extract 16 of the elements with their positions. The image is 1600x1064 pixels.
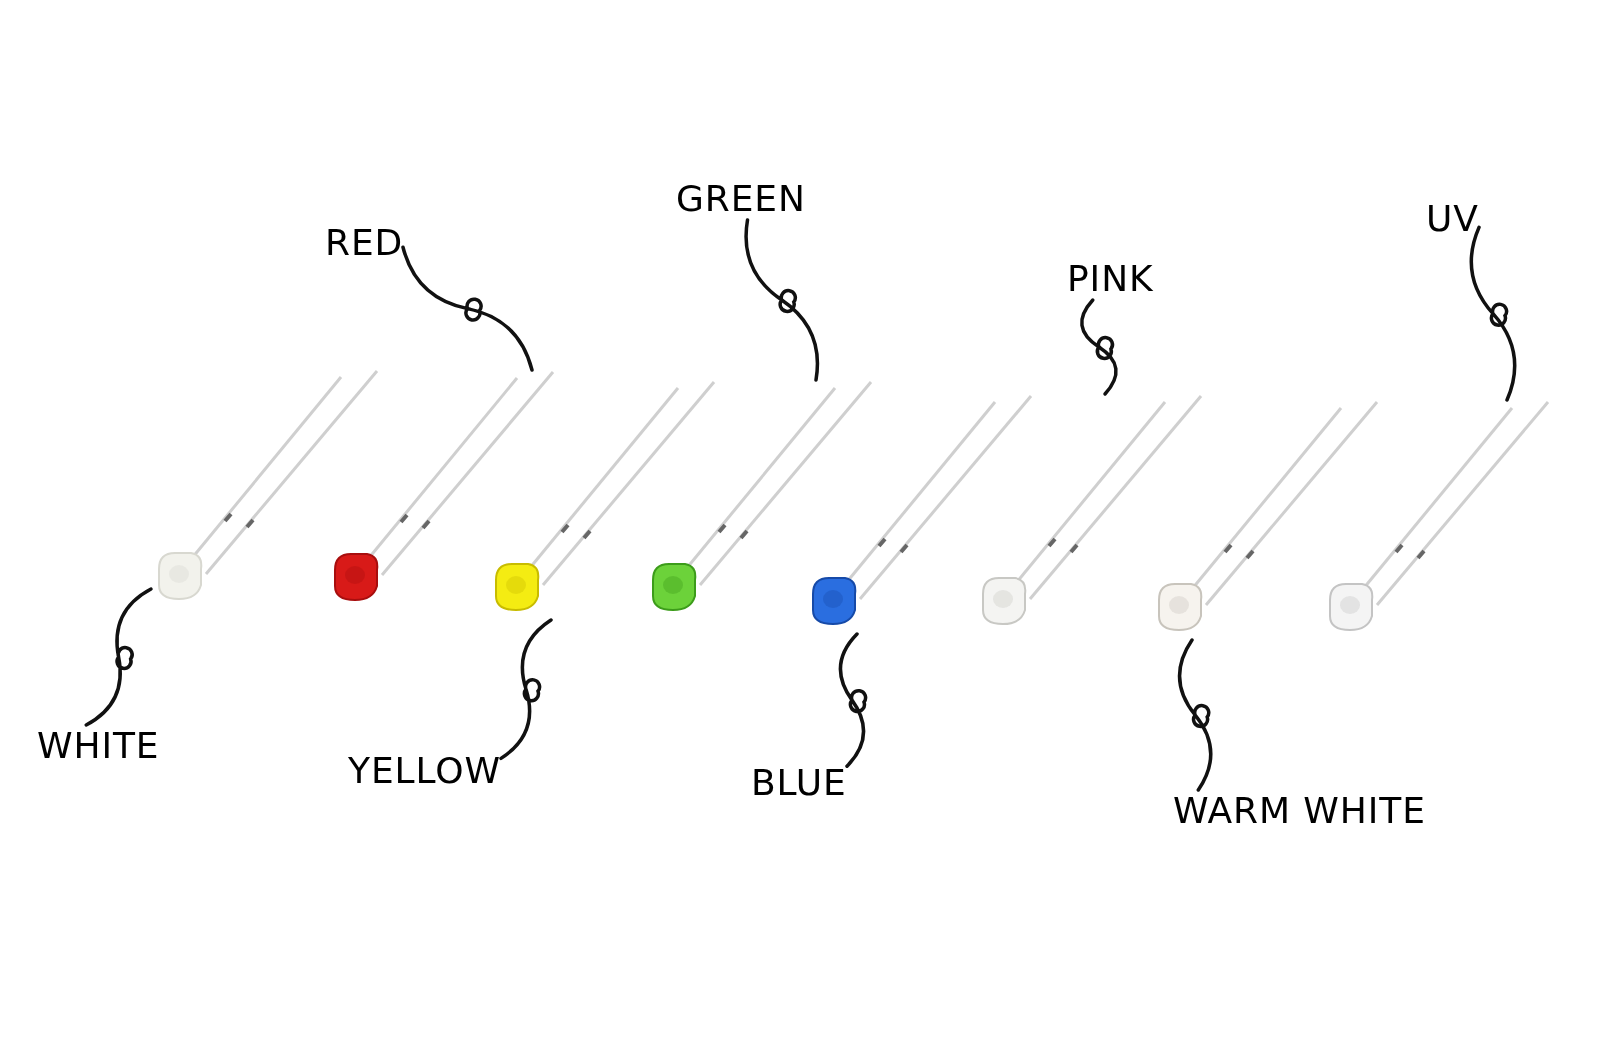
leader-line — [401, 245, 534, 372]
leader-line — [744, 218, 820, 382]
leader-line — [1177, 638, 1213, 792]
leader-line — [838, 632, 868, 768]
leader-line — [84, 587, 153, 727]
color-label: YELLOW — [348, 750, 501, 792]
color-label: UV — [1426, 198, 1479, 240]
color-label: WHITE — [37, 725, 160, 767]
color-label: WARM WHITE — [1173, 790, 1426, 832]
color-label: RED — [325, 222, 404, 264]
leader-line — [1080, 298, 1118, 396]
color-label: PINK — [1067, 258, 1154, 300]
color-label: GREEN — [676, 178, 806, 220]
leader-line — [499, 618, 553, 761]
color-label: BLUE — [751, 762, 847, 804]
leader-line — [1469, 225, 1517, 402]
